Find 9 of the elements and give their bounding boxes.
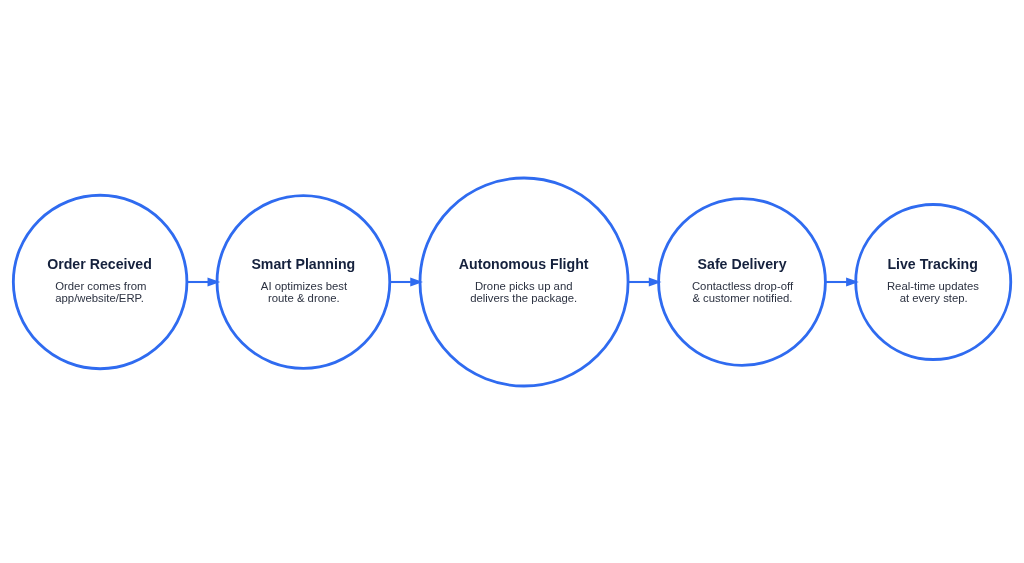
arrow xyxy=(628,277,662,286)
node-circle: Order Received Order comes from app/website/ERP. xyxy=(11,193,189,370)
node-circle: Safe Delivery Contactless drop-off & customer notified. xyxy=(657,196,827,367)
node-circle: Smart Planning AI optimizes best route & drone. xyxy=(215,193,392,370)
arrow xyxy=(187,277,221,286)
arrow xyxy=(389,277,423,286)
node-circle: Autonomous Flight Drone picks up and delivers the package. xyxy=(418,176,630,387)
arrow xyxy=(825,277,859,286)
node-circle: Live Tracking Real-time updates at every step. xyxy=(854,202,1013,361)
